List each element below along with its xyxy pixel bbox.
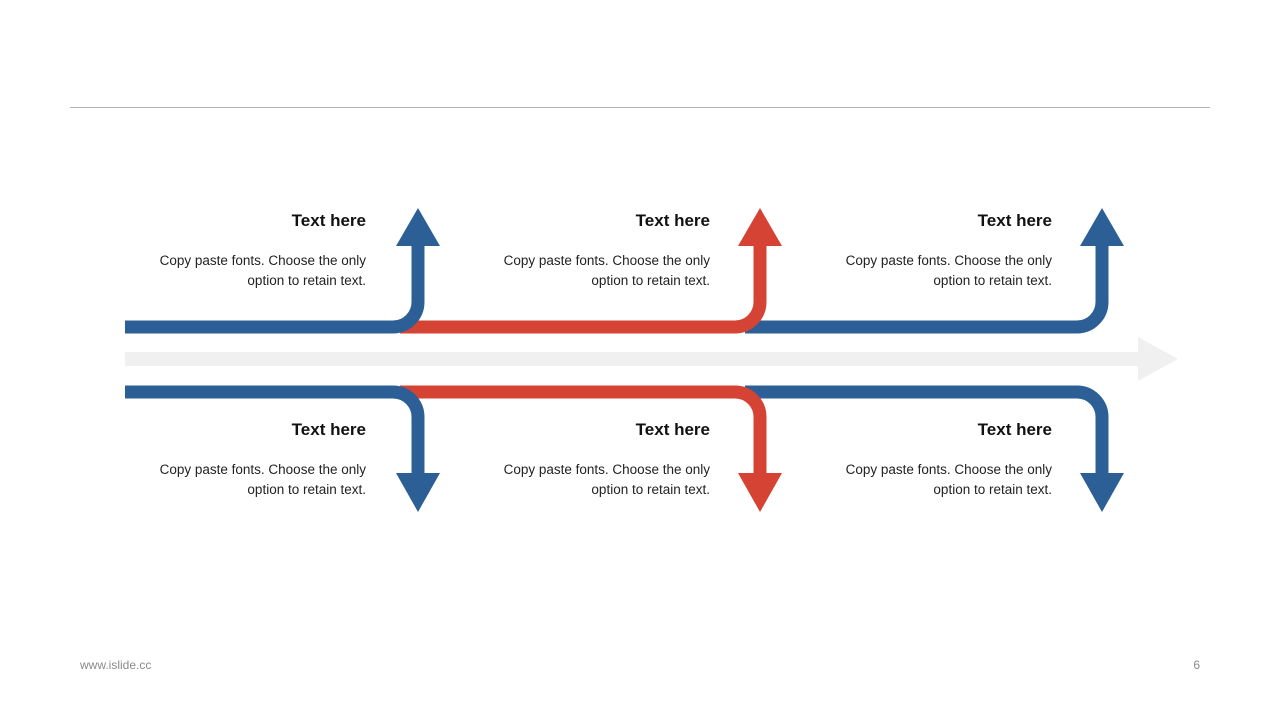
block-body-line: option to retain text. [591, 273, 710, 288]
block-body-line: option to retain text. [933, 273, 1052, 288]
block-heading: Text here [635, 211, 710, 230]
block-heading: Text here [977, 420, 1052, 439]
footer-url: www.islide.cc [80, 658, 152, 672]
bottom-text-block-2: Text here Copy paste fonts. Choose the o… [410, 420, 710, 500]
bottom-line-2 [400, 385, 782, 512]
block-body-line: Copy paste fonts. Choose the only [845, 253, 1052, 268]
block-body-line: Copy paste fonts. Choose the only [845, 462, 1052, 477]
top-line-2 [400, 208, 782, 334]
block-body-line: option to retain text. [933, 482, 1052, 497]
block-heading: Text here [291, 420, 366, 439]
block-heading: Text here [291, 211, 366, 230]
bottom-text-block-3: Text here Copy paste fonts. Choose the o… [752, 420, 1052, 500]
top-text-block-1: Text here Copy paste fonts. Choose the o… [66, 211, 366, 291]
block-body-line: option to retain text. [247, 482, 366, 497]
top-text-block-2: Text here Copy paste fonts. Choose the o… [410, 211, 710, 291]
block-heading: Text here [977, 211, 1052, 230]
block-body-line: option to retain text. [591, 482, 710, 497]
center-track-arrow [125, 337, 1178, 381]
top-divider [70, 107, 1210, 108]
bottom-line-1 [125, 385, 440, 512]
top-line-1 [125, 208, 440, 334]
bottom-line-3 [745, 385, 1124, 512]
block-body-line: Copy paste fonts. Choose the only [503, 462, 710, 477]
bottom-text-block-1: Text here Copy paste fonts. Choose the o… [66, 420, 366, 500]
block-body: Copy paste fonts. Choose the only option… [66, 251, 366, 291]
block-body-line: option to retain text. [247, 273, 366, 288]
top-text-block-3: Text here Copy paste fonts. Choose the o… [752, 211, 1052, 291]
page-number: 6 [1193, 658, 1200, 672]
block-body-line: Copy paste fonts. Choose the only [503, 253, 710, 268]
block-body: Copy paste fonts. Choose the only option… [66, 460, 366, 500]
block-heading: Text here [635, 420, 710, 439]
block-body: Copy paste fonts. Choose the only option… [410, 460, 710, 500]
block-body: Copy paste fonts. Choose the only option… [752, 251, 1052, 291]
top-line-3 [745, 208, 1124, 334]
block-body-line: Copy paste fonts. Choose the only [159, 462, 366, 477]
block-body-line: Copy paste fonts. Choose the only [159, 253, 366, 268]
block-body: Copy paste fonts. Choose the only option… [410, 251, 710, 291]
block-body: Copy paste fonts. Choose the only option… [752, 460, 1052, 500]
